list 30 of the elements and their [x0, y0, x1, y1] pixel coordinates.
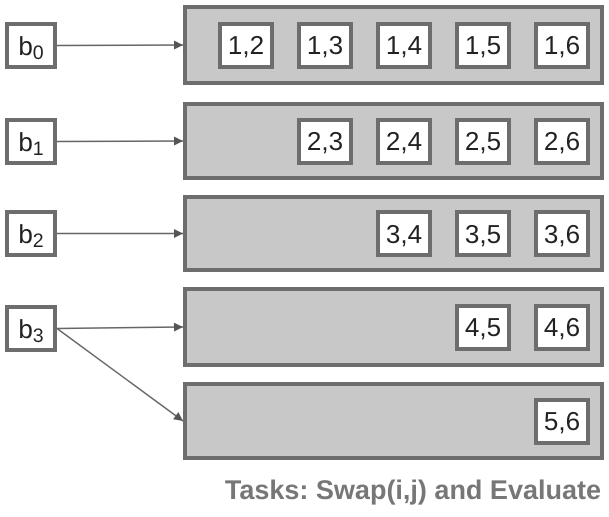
task-bar: [183, 195, 604, 272]
arrow: [56, 328, 184, 422]
caption: Tasks: Swap(i,j) and Evaluate: [224, 474, 601, 507]
pair-box: 2,4: [376, 118, 432, 164]
pair-box: 3,5: [455, 210, 511, 257]
task-bar: [183, 102, 604, 180]
pair-box: 5,6: [534, 398, 590, 444]
arrow: [57, 40, 183, 50]
bucket-box: b$_{0}$: [5, 22, 57, 69]
pair-box: 4,6: [534, 304, 590, 350]
pair-box: 1,6: [534, 22, 590, 68]
pair-box: 3,6: [534, 210, 590, 257]
task-bar: [183, 5, 604, 85]
pair-box: 2,6: [534, 118, 590, 164]
task-bar: [183, 382, 604, 460]
arrow: [57, 229, 183, 238]
bucket-box: b$_{3}$: [5, 305, 57, 352]
arrow: [56, 322, 184, 332]
pair-box: 1,4: [376, 22, 432, 68]
bucket-box: b$_{2}$: [5, 210, 57, 257]
pair-box: 1,3: [297, 22, 353, 68]
pair-box: 4,5: [455, 304, 511, 350]
arrow: [57, 136, 183, 146]
task-bar: [183, 287, 604, 367]
bucket-box: b$_{1}$: [5, 118, 57, 165]
pair-box: 2,5: [455, 118, 511, 164]
pair-box: 3,4: [376, 210, 432, 257]
pair-box: 2,3: [297, 118, 353, 164]
pair-box: 1,2: [218, 22, 274, 68]
pair-box: 1,5: [455, 22, 511, 68]
